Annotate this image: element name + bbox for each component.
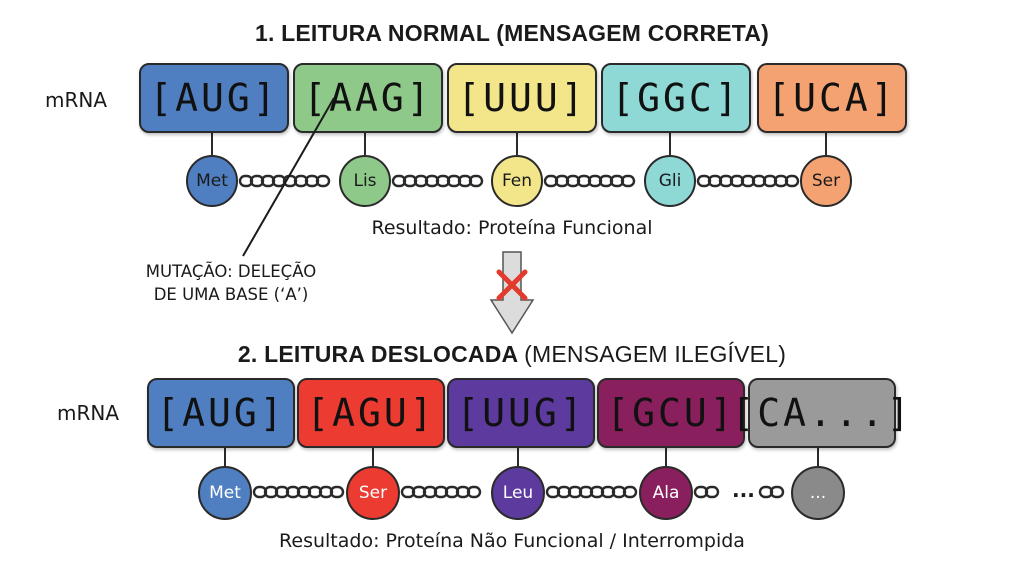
section-1-title-main: 1. LEITURA NORMAL <box>254 20 490 46</box>
amino-acid-2-label: Lis <box>353 171 377 191</box>
amino-acid-4-label: Gli <box>658 171 682 191</box>
amino-acid-shift-3: Leu <box>491 466 545 520</box>
codon-shift-2: [AGU] <box>297 378 445 448</box>
chain-gap-dots: ... <box>732 478 755 502</box>
chain-link <box>620 174 636 188</box>
codon-shift-3: [UUG] <box>447 378 595 448</box>
codon-4-label: [GGC] <box>611 76 741 120</box>
codon-3-label: [UUU] <box>457 76 587 120</box>
section-2-title: 2. LEITURA DESLOCADA (MENSAGEM ILEGÍVEL) <box>0 341 1024 368</box>
codon-3: [UUU] <box>447 63 597 133</box>
cross-icon <box>496 269 528 301</box>
amino-acid-3: Fen <box>491 155 543 207</box>
codon-shift-5: [CA...] <box>731 378 910 448</box>
amino-acid-shift-1: Met <box>198 466 252 520</box>
section-1-title: 1. LEITURA NORMAL (MENSAGEM CORRETA) <box>0 20 1024 47</box>
down-arrow-icon <box>489 251 535 335</box>
chain-link <box>622 485 638 499</box>
result-2: Resultado: Proteína Não Funcional / Inte… <box>279 530 745 552</box>
mutation-label-line-1: MUTAÇÃO: DELEÇÃO <box>145 262 317 281</box>
result-1: Resultado: Proteína Funcional <box>371 217 653 239</box>
amino-acid-shift-2: Ser <box>346 466 400 520</box>
codon-5-label: [UCA] <box>767 76 897 120</box>
chain-1-links <box>211 133 827 188</box>
amino-acid-shift-5-label: ... <box>809 483 827 503</box>
amino-acid-5: Ser <box>800 155 852 207</box>
amino-acid-shift-4: Ala <box>639 466 693 520</box>
codon-2: [AAG] <box>293 63 443 133</box>
codon-shift-4: [GCU] <box>597 378 745 448</box>
section-1-title-paren: (MENSAGEM CORRETA) <box>496 20 770 46</box>
amino-acid-1-label: Met <box>196 171 228 191</box>
chain-link <box>466 485 482 499</box>
amino-acid-2: Lis <box>339 155 391 207</box>
codon-shift-2-label: [AGU] <box>306 391 436 435</box>
chain-link <box>769 485 785 499</box>
amino-acid-shift-5: ... <box>791 466 845 520</box>
amino-acid-4: Gli <box>644 155 696 207</box>
chain-link <box>784 174 800 188</box>
amino-acid-shift-4-label: Ala <box>652 483 680 503</box>
mrna-label-2: mRNA <box>57 401 120 425</box>
codon-shift-5-label: [CA...] <box>731 391 913 435</box>
codon-5: [UCA] <box>757 63 907 133</box>
mrna-label-1: mRNA <box>45 88 108 112</box>
codon-shift-1-label: [AUG] <box>156 391 286 435</box>
chain-link <box>468 174 484 188</box>
codon-1-label: [AUG] <box>149 76 279 120</box>
amino-acid-5-label: Ser <box>811 171 841 191</box>
codon-4: [GGC] <box>601 63 751 133</box>
mutation-label-line-2: DE UMA BASE (‘A’) <box>153 285 309 304</box>
chain-link <box>315 174 331 188</box>
amino-acid-3-label: Fen <box>501 171 533 191</box>
mutation-label: MUTAÇÃO: DELEÇÃO DE UMA BASE (‘A’) <box>115 260 347 306</box>
codon-shift-1: [AUG] <box>147 378 295 448</box>
codon-1: [AUG] <box>139 63 289 133</box>
chain-2-links <box>224 448 819 499</box>
section-2-title-main: 2. LEITURA DESLOCADA <box>237 341 518 367</box>
section-2-title-paren: (MENSAGEM ILEGÍVEL) <box>524 341 787 367</box>
amino-acid-shift-2-label: Ser <box>358 483 388 503</box>
mutation-pointer-line <box>242 97 335 257</box>
amino-acid-shift-3-label: Leu <box>502 483 534 503</box>
amino-acid-1: Met <box>186 155 238 207</box>
codon-shift-3-label: [UUG] <box>456 391 586 435</box>
codon-2-label: [AAG] <box>303 76 433 120</box>
codon-shift-4-label: [GCU] <box>606 391 736 435</box>
amino-acid-shift-1-label: Met <box>209 483 241 503</box>
chain-link <box>329 485 345 499</box>
chain-link <box>704 485 720 499</box>
